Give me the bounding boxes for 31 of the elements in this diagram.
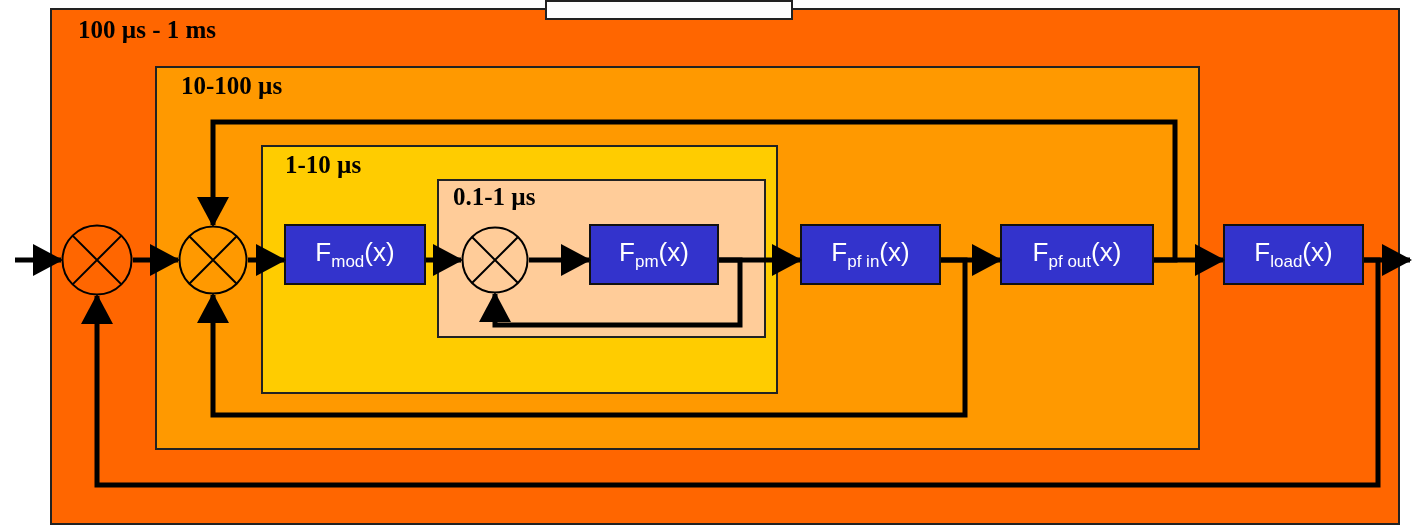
arrow (479, 257, 743, 328)
timescale-region (50, 8, 1400, 525)
region-label: 100 µs - 1 ms (78, 16, 216, 44)
transfer-function-block (1223, 224, 1364, 285)
transfer-function-block (800, 224, 941, 285)
arrow (133, 244, 180, 276)
block-label: F$_{pf in}$(x) (831, 237, 910, 272)
block-label: F$_{load}$(x) (1254, 237, 1333, 272)
block-label: F$_{pm}$(x) (619, 237, 689, 272)
arrow (197, 119, 1178, 263)
arrow (197, 257, 968, 418)
transfer-function-block (1000, 224, 1154, 285)
summing-junction (178, 225, 248, 295)
arrow (426, 244, 463, 276)
transfer-function-block (284, 224, 426, 285)
block-label: F$_{mod}$(x) (315, 237, 395, 272)
transfer-function-block (589, 224, 719, 285)
summing-junction (61, 224, 133, 296)
region-label: 10-100 µs (181, 72, 283, 100)
region-label: 0.1-1 µs (453, 183, 536, 211)
timescale-region (261, 145, 778, 394)
region-label: 1-10 µs (285, 151, 362, 179)
empty-box (545, 0, 793, 20)
arrow (15, 244, 63, 276)
arrow (529, 244, 591, 276)
timescale-region (155, 66, 1200, 450)
summing-junction (461, 226, 529, 294)
arrow (81, 257, 1381, 488)
arrow (248, 244, 286, 276)
timescale-region (437, 179, 766, 338)
block-label: F$_{pf out}$(x) (1032, 237, 1122, 272)
